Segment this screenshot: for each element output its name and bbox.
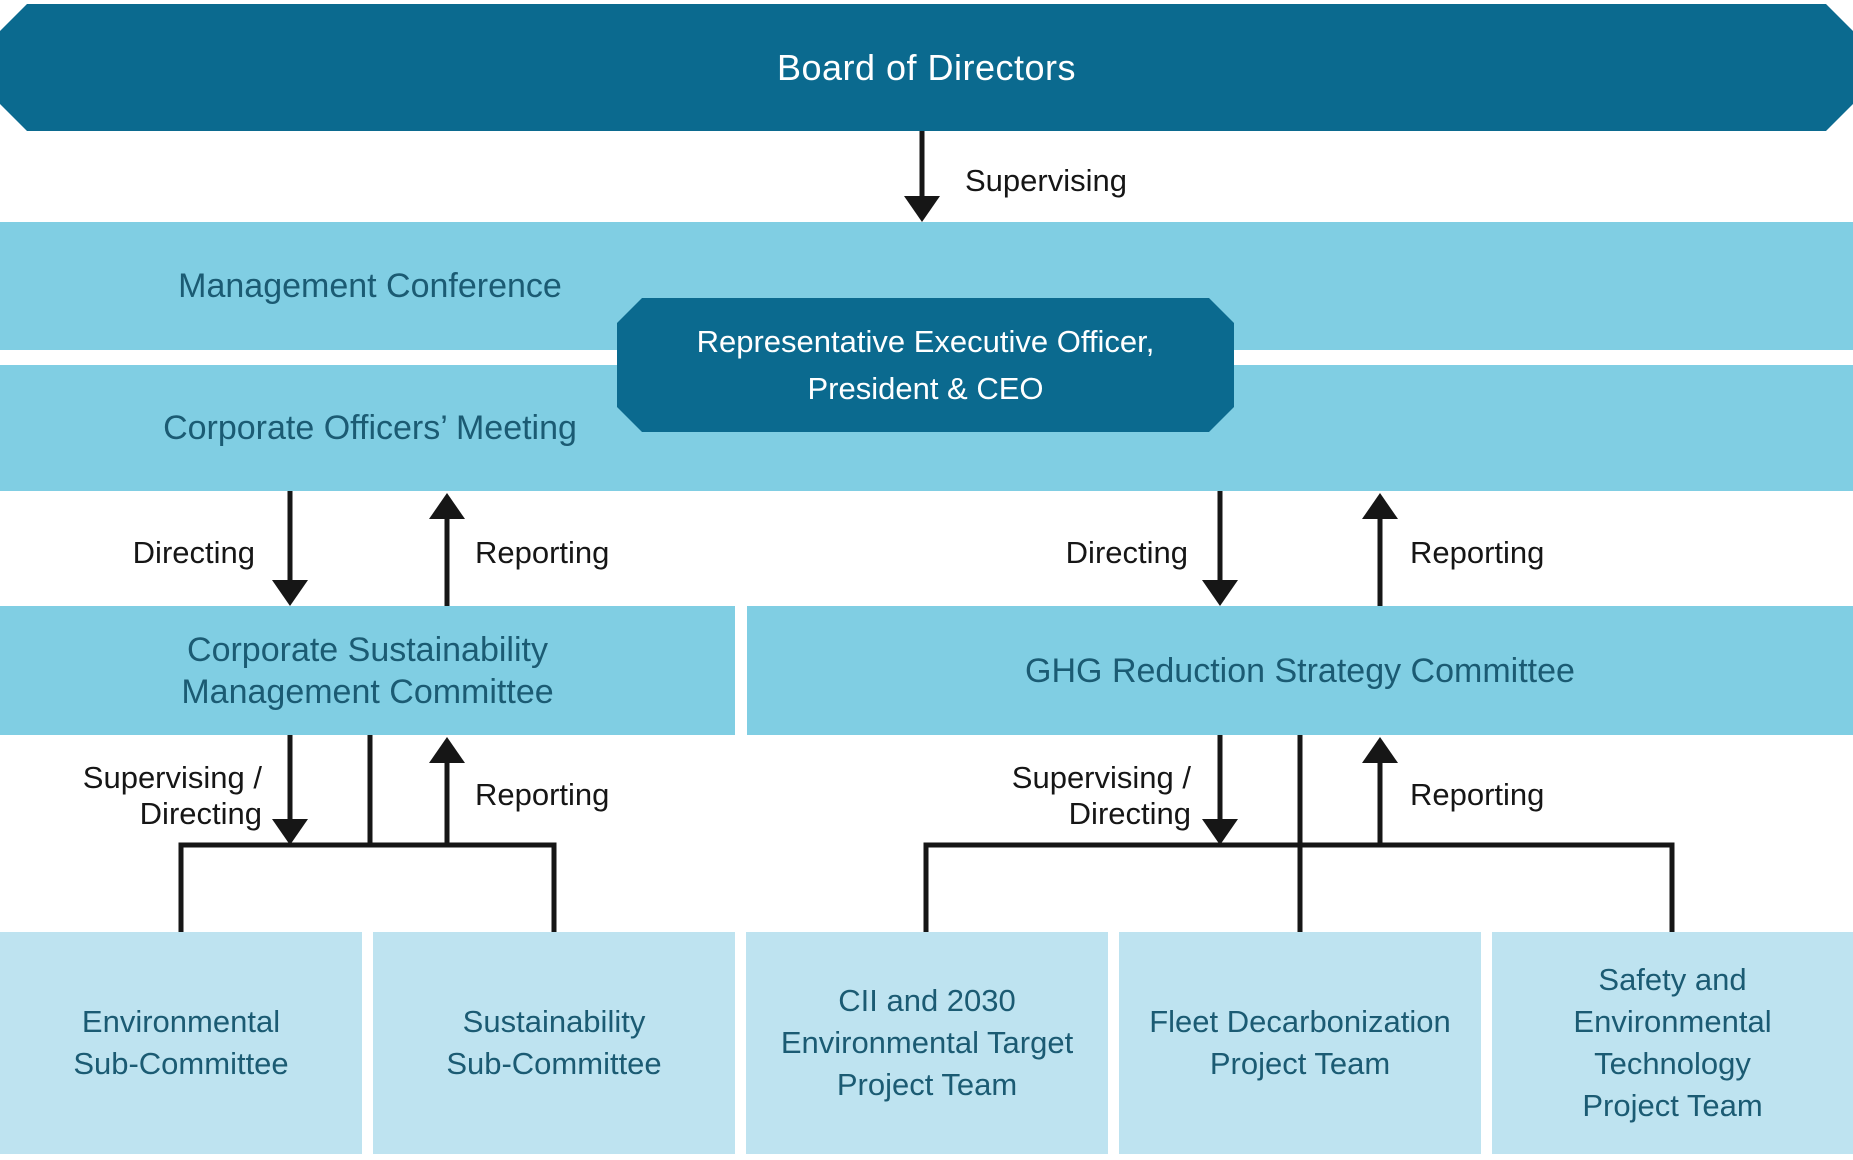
supervising-arrow xyxy=(904,131,940,222)
box-line: Environmental Target xyxy=(780,1025,1074,1060)
csmc-line-2: Management Committee xyxy=(181,672,554,711)
label-line: Directing xyxy=(139,796,262,831)
reporting-label-left: Reporting xyxy=(475,535,610,570)
label-line: Directing xyxy=(1068,796,1191,831)
board-of-directors-label: Board of Directors xyxy=(776,46,1077,88)
box-line: Sustainability xyxy=(462,1004,646,1039)
supervising-label: Supervising xyxy=(965,163,1127,198)
label-line: Supervising / xyxy=(82,760,262,795)
ghg-label: GHG Reduction Strategy Committee xyxy=(1025,651,1575,690)
environmental-sub-committee-box: Environmental Sub-Committee xyxy=(0,932,362,1154)
box-line: Sub-Committee xyxy=(73,1046,289,1081)
box-line: Environmental xyxy=(1573,1004,1772,1039)
directing-arrow-left xyxy=(272,491,308,606)
box-line: Safety and xyxy=(1598,962,1747,997)
sustainability-sub-committee-box: Sustainability Sub-Committee xyxy=(373,932,735,1154)
reporting-arrow-left xyxy=(429,493,465,606)
ghg-reduction-strategy-committee-box: GHG Reduction Strategy Committee xyxy=(747,606,1853,735)
fleet-decarbonization-project-team-box: Fleet Decarbonization Project Team xyxy=(1119,932,1481,1154)
corporate-officers-meeting-label: Corporate Officers’ Meeting xyxy=(163,408,577,447)
management-conference-label: Management Conference xyxy=(178,266,562,305)
distribution-bar-right xyxy=(923,842,1675,932)
box-line: Fleet Decarbonization xyxy=(1149,1004,1451,1039)
box-line: Project Team xyxy=(1209,1046,1391,1081)
reporting-arrow-right xyxy=(1362,493,1398,606)
reporting-label-right-lower: Reporting xyxy=(1410,777,1545,812)
safety-environmental-technology-project-team-box: Safety and Environmental Technology Proj… xyxy=(1492,932,1853,1154)
directing-label-left: Directing xyxy=(132,535,255,570)
box-line: Project Team xyxy=(836,1067,1018,1102)
csmc-line-1: Corporate Sustainability xyxy=(187,630,548,669)
supervising-directing-label-left: Supervising / Directing xyxy=(42,760,262,832)
reporting-arrow-left-lower xyxy=(429,737,465,845)
ceo-line-2: President & CEO xyxy=(807,371,1044,406)
box-line: Sub-Committee xyxy=(446,1046,662,1081)
supervising-directing-label-right: Supervising / Directing xyxy=(971,760,1191,832)
box-line: Environmental xyxy=(81,1004,281,1039)
supervising-directing-arrow-right xyxy=(1202,735,1238,845)
management-conference-label-wrap: Management Conference xyxy=(0,222,740,350)
representative-executive-officer-box: Representative Executive Officer, Presid… xyxy=(617,298,1234,432)
corporate-officers-meeting-label-wrap: Corporate Officers’ Meeting xyxy=(0,365,740,491)
cii-2030-environmental-target-project-team-box: CII and 2030 Environmental Target Projec… xyxy=(746,932,1108,1154)
directing-label-right: Directing xyxy=(1065,535,1188,570)
corporate-sustainability-management-committee-box: Corporate Sustainability Management Comm… xyxy=(0,606,735,735)
reporting-arrow-right-lower xyxy=(1362,737,1398,845)
box-line: Project Team xyxy=(1582,1088,1763,1123)
ceo-line-1: Representative Executive Officer, xyxy=(696,324,1155,359)
reporting-label-left-lower: Reporting xyxy=(475,777,610,812)
supervising-directing-arrow-left xyxy=(272,735,308,845)
board-of-directors-banner: Board of Directors xyxy=(0,4,1853,131)
label-line: Supervising / xyxy=(1011,760,1191,795)
directing-arrow-right xyxy=(1202,491,1238,606)
box-line: CII and 2030 xyxy=(838,983,1016,1018)
reporting-label-right: Reporting xyxy=(1410,535,1545,570)
box-line: Technology xyxy=(1594,1046,1751,1081)
distribution-bar-left xyxy=(178,842,557,932)
